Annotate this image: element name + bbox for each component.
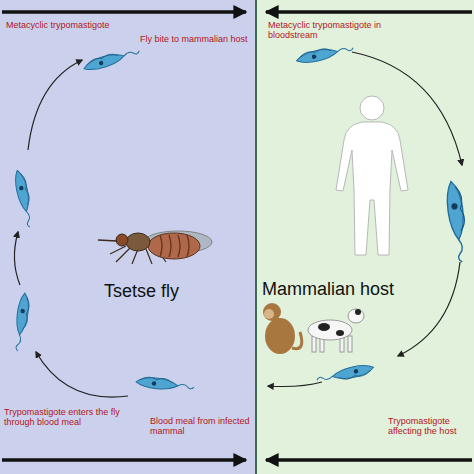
cycle-arrow (36, 352, 128, 397)
cycle-arrow (398, 262, 460, 356)
stage-caption: Trypomastigote affecting the host (388, 416, 470, 437)
transfer-arrow (2, 458, 246, 462)
panel-region: Tsetse fly (0, 0, 255, 474)
trypanosome (136, 375, 195, 394)
cycle-arrow (28, 60, 82, 150)
panel-region: Mammalian host (257, 0, 474, 474)
human-figure (336, 96, 408, 255)
panel-ground (257, 0, 474, 474)
panel-title: Tsetse fly (104, 281, 179, 302)
transfer-arrow (266, 10, 472, 14)
trypanosome (11, 292, 32, 351)
tsetse-fly (98, 231, 212, 264)
trypanosome (445, 181, 468, 263)
cycle-arrow (14, 232, 20, 285)
cycle-arrow (268, 382, 322, 387)
calf-figure (308, 309, 364, 352)
monkey-figure (263, 303, 302, 354)
stage-caption: Metacyclic trypomastigote (6, 20, 136, 30)
stage-caption: Fly bite to mammalian host (140, 34, 254, 44)
panel-ground (0, 0, 255, 474)
panel-title: Mammalian host (262, 279, 394, 300)
stage-caption: Blood meal from infected mammal (150, 416, 252, 437)
trypanosome (13, 169, 34, 228)
transfer-arrow (2, 10, 246, 14)
trypanosome (295, 44, 354, 65)
trypanosome (316, 363, 375, 384)
divider-line (255, 0, 257, 474)
stage-caption: Trypomastigote enters the fly through bl… (4, 407, 124, 428)
transfer-arrow (266, 458, 472, 462)
trypanosome (82, 47, 141, 73)
stage-caption: Metacyclic trypomastigote in bloodstream (268, 20, 403, 41)
